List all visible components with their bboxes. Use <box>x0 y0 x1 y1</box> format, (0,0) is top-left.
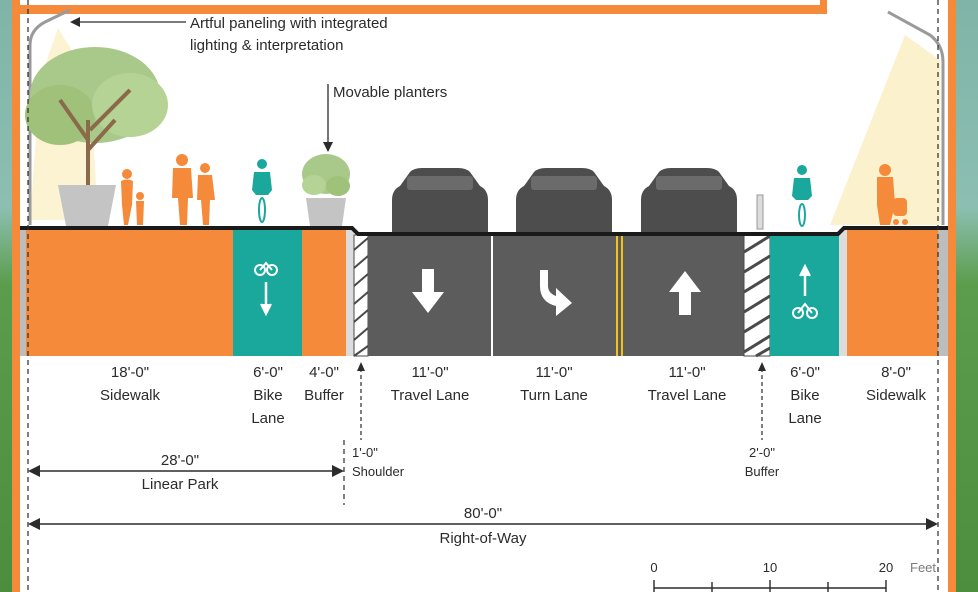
bike-up-icon <box>792 263 818 319</box>
pedestrian-couple-icon <box>172 154 215 225</box>
scale-tick-label: 10 <box>763 560 777 575</box>
paneling-callout-line1: Artful paneling with integrated <box>190 15 388 32</box>
segment-name-line2: Lane <box>251 410 284 427</box>
bike-down-icon <box>254 261 278 317</box>
wall-right <box>938 229 948 356</box>
linear-park-dimension-line <box>28 465 344 477</box>
wall-left <box>20 229 26 356</box>
right-of-way-dimension: 80'-0" <box>464 505 502 522</box>
segment-name-line2: Lane <box>788 410 821 427</box>
buffer-hatching <box>743 234 771 358</box>
curb-right <box>839 229 847 356</box>
scale-unit: Feet <box>910 560 936 575</box>
segment-dimension: 18'-0" <box>111 364 149 381</box>
right-of-way-name: Right-of-Way <box>440 530 527 547</box>
shoulder-hatching <box>353 237 369 357</box>
up-arrow-icon <box>669 271 701 315</box>
segment-dimension: 11'-0" <box>411 364 448 381</box>
linear-park-name: Linear Park <box>142 476 219 493</box>
planters-callout: Movable planters <box>333 84 447 101</box>
linear-park-dimension: 28'-0" <box>161 452 199 469</box>
shoulder-name: Shoulder <box>352 464 405 479</box>
pedestrian-family-icon <box>121 169 144 225</box>
car-3-icon <box>641 168 737 232</box>
light-pole-right <box>830 10 945 225</box>
buffer-small-callout <box>758 362 766 440</box>
shoulder-dimension: 1'-0" <box>352 445 378 460</box>
cyclist-right-icon <box>792 165 812 227</box>
shoulder-callout <box>357 362 365 440</box>
segment-name: Bike <box>253 387 282 404</box>
right-of-way-dimension-line <box>28 518 938 530</box>
cyclist-left-icon <box>252 159 272 223</box>
street-section <box>20 226 948 358</box>
segment-dimension: 11'-0" <box>668 364 705 381</box>
segment-dimension: 4'-0" <box>309 364 339 381</box>
buffer-small-name: Buffer <box>745 464 780 479</box>
buffer-left <box>302 229 346 356</box>
extent-lines <box>27 0 939 592</box>
grade-line <box>20 226 948 236</box>
sidewalk-right <box>847 229 938 356</box>
segment-name: Bike <box>790 387 819 404</box>
scale-bar <box>653 580 887 592</box>
planters-callout-arrow <box>323 84 333 152</box>
sidewalk-left <box>26 229 233 356</box>
segment-name: Sidewalk <box>100 387 161 404</box>
scale-tick-label: 0 <box>650 560 657 575</box>
segment-dimension: 8'-0" <box>881 364 911 381</box>
bollard <box>756 194 764 230</box>
buffer-small-dimension: 2'-0" <box>749 445 775 460</box>
bike-lane-left <box>233 229 302 356</box>
segment-labels: 18'-0" Sidewalk 6'-0" Bike Lane 4'-0" Bu… <box>100 364 927 427</box>
paneling-callout-arrow <box>70 17 186 27</box>
scale-tick-label: 20 <box>879 560 893 575</box>
top-bar-gap <box>20 0 820 5</box>
right-turn-arrow-icon <box>540 270 572 316</box>
car-2-icon <box>516 168 612 232</box>
segment-dimension: 11'-0" <box>535 364 572 381</box>
paneling-callout-line2: lighting & interpretation <box>190 37 343 54</box>
segment-name: Buffer <box>304 387 344 404</box>
movable-planter <box>302 154 350 226</box>
segment-name: Travel Lane <box>391 387 470 404</box>
pedestrian-stroller-icon <box>877 164 908 225</box>
tree-planter <box>25 47 168 226</box>
down-arrow-icon <box>412 269 444 313</box>
car-1-icon <box>392 168 488 232</box>
segment-dimension: 6'-0" <box>790 364 820 381</box>
segment-name: Travel Lane <box>648 387 727 404</box>
segment-dimension: 6'-0" <box>253 364 283 381</box>
segment-name: Sidewalk <box>866 387 927 404</box>
segment-name: Turn Lane <box>520 387 588 404</box>
curb-left <box>346 229 354 356</box>
